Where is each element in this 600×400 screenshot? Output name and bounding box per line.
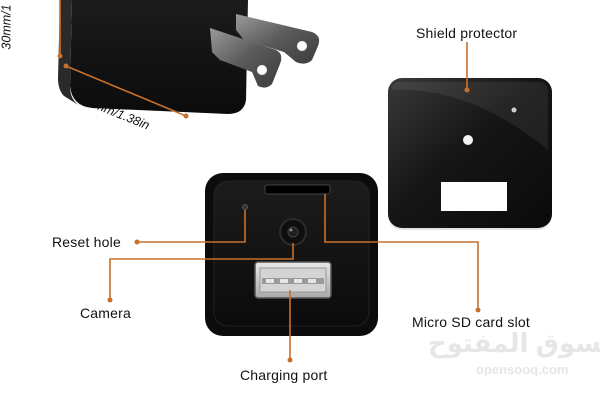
label-shield-protector: Shield protector: [416, 25, 518, 41]
label-reset-hole: Reset hole: [52, 234, 121, 250]
sd-card-slot: [264, 184, 331, 195]
reset-hole: [242, 204, 248, 210]
label-camera: Camera: [80, 305, 131, 321]
height-dimension: [57, 0, 63, 59]
shield-protector-device: [388, 78, 552, 230]
height-dimension-label: 30mm/1: [0, 4, 14, 50]
callout-shield-protector: [464, 42, 470, 93]
callout-reset-hole: [134, 210, 246, 245]
watermark-latin: opensooq.com: [476, 362, 569, 377]
camera-front-device: [205, 173, 378, 336]
watermark-arabic: السوق المفتوح: [428, 328, 600, 358]
callout-micro-sd: [324, 194, 481, 313]
plug-prong-right: [236, 14, 320, 64]
callout-camera: [107, 243, 294, 303]
charger-side-face: [58, 0, 80, 106]
shield-usb-window: [441, 182, 507, 211]
callout-charging-port: [287, 290, 293, 363]
label-micro-sd: Micro SD card slot: [412, 314, 530, 330]
label-charging-port: Charging port: [240, 367, 328, 383]
prong-hole-right: [297, 41, 307, 51]
prong-hole-left: [257, 65, 267, 75]
shield-camera-dot: [463, 135, 473, 145]
width-dimension: [63, 63, 189, 119]
shield-indicator-dot: [511, 107, 517, 113]
